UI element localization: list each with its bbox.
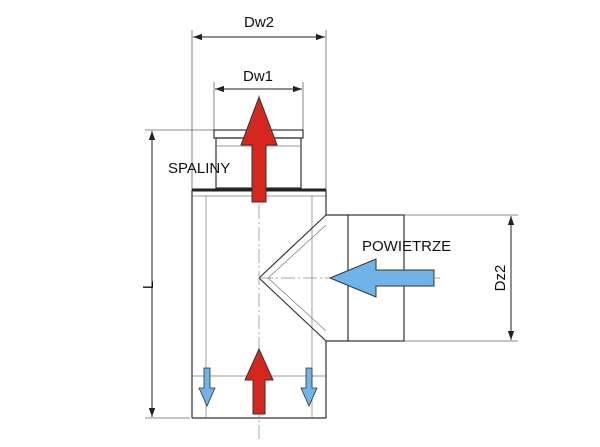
arrow-left-icon (328, 258, 435, 298)
dimension-dw1: Dw1 (213, 68, 304, 132)
dz2-label: Dz2 (492, 265, 509, 292)
dimension-dw2: Dw2 (191, 14, 327, 195)
arrow-up-icon (240, 95, 278, 203)
dimension-dz2: Dz2 (404, 214, 518, 342)
arrow-down-icon (300, 367, 318, 407)
arrow-down-icon (198, 367, 216, 407)
powietrze-label: POWIETRZE (362, 238, 451, 255)
dw2-label: Dw2 (244, 14, 274, 31)
dimension-l: L (140, 129, 216, 419)
spaliny-label: SPALINY (168, 160, 230, 177)
dw1-label: Dw1 (243, 68, 273, 85)
l-label: L (140, 281, 157, 289)
arrow-up-icon (244, 347, 274, 415)
